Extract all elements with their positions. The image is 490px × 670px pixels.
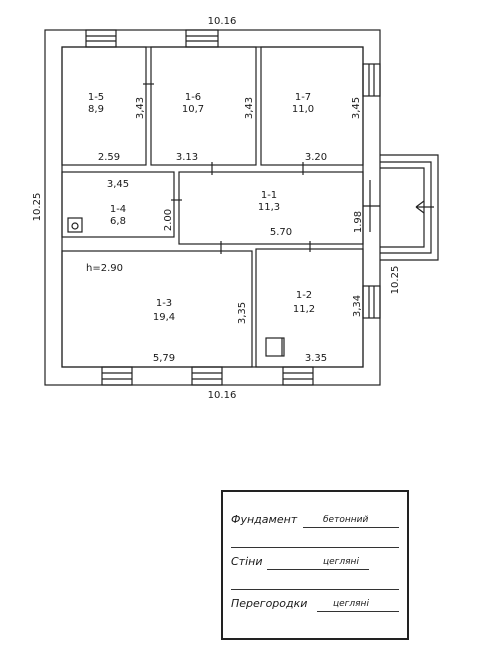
walls-extra-line	[231, 589, 399, 590]
partitions-underline	[317, 611, 399, 612]
materials-legend: Фундамент бетонний Стіни цегляні Перегор…	[221, 490, 409, 640]
stove-1-4	[67, 217, 83, 233]
room-1-7-outline	[260, 46, 364, 166]
room-1-7-id: 1-7	[295, 92, 311, 103]
window-right-1	[362, 63, 381, 97]
room-1-7-area: 11,0	[292, 104, 314, 115]
entrance-arrow-icon	[415, 200, 434, 214]
room-1-3-area: 19,4	[153, 312, 175, 323]
room-1-1-width: 5.70	[270, 227, 292, 238]
walls-row: Стіни цегляні	[231, 552, 399, 570]
room-1-6-width: 3.13	[176, 152, 198, 163]
walls-underline	[267, 569, 369, 570]
room-1-5-outline	[61, 46, 147, 166]
dimension-right: 10.25	[390, 266, 401, 295]
room-1-4-id: 1-4	[110, 204, 126, 215]
room-1-1-depth: 1.98	[353, 211, 364, 233]
room-1-4-area: 6,8	[110, 216, 126, 227]
partitions-row: Перегородки цегляні	[231, 594, 399, 612]
porch-outer	[380, 154, 439, 261]
stove-1-2	[265, 337, 285, 357]
foundation-value: бетонний	[323, 515, 369, 525]
room-1-7-width: 3.20	[305, 152, 327, 163]
walls-label: Стіни	[231, 555, 263, 568]
foundation-label: Фундамент	[231, 513, 298, 526]
room-1-1-area: 11,3	[258, 202, 280, 213]
window-top-2	[185, 29, 219, 48]
foundation-underline	[303, 527, 399, 528]
window-top-1	[85, 29, 117, 48]
room-1-4-depth: 2.00	[163, 209, 174, 231]
room-1-2-id: 1-2	[296, 290, 312, 301]
room-1-3-id: 1-3	[156, 298, 172, 309]
walls-extra-line-row	[231, 572, 399, 590]
partitions-label: Перегородки	[231, 597, 308, 610]
room-1-3-depth: 3,35	[237, 302, 248, 324]
room-1-1-id: 1-1	[261, 190, 277, 201]
room-1-5-id: 1-5	[88, 92, 104, 103]
room-1-2-depth: 3,34	[352, 295, 363, 317]
dimension-top: 10.16	[208, 16, 237, 27]
foundation-extra-line	[231, 547, 399, 548]
room-1-6-id: 1-6	[185, 92, 201, 103]
foundation-row: Фундамент бетонний	[231, 510, 399, 528]
room-1-5-area: 8,9	[88, 104, 104, 115]
ceiling-height-label: h=2.90	[86, 263, 123, 274]
outer-wall-inner-line	[61, 46, 364, 368]
room-1-5-depth: 3,43	[135, 97, 146, 119]
partitions-value: цегляні	[333, 599, 369, 609]
floor-plan: 10.16 10.16 10.25 10.25 1-5 8,9 2.59 3,4…	[32, 16, 439, 401]
room-1-4-outline	[61, 171, 175, 238]
outer-wall-outer-line	[44, 29, 381, 386]
dimension-bottom: 10.16	[208, 390, 237, 401]
door-entrance	[363, 180, 380, 232]
window-bottom-3	[282, 366, 314, 386]
foundation-extra-line-row	[231, 530, 399, 548]
dimension-left: 10.25	[32, 193, 43, 222]
room-1-3-width: 5,79	[153, 353, 175, 364]
room-1-1-outline	[178, 171, 364, 245]
room-1-3-outline	[61, 250, 253, 368]
room-1-5-width: 2.59	[98, 152, 120, 163]
room-1-7-depth: 3,45	[351, 97, 362, 119]
room-1-4-width: 3,45	[107, 179, 129, 190]
room-1-2-width: 3.35	[305, 353, 327, 364]
room-1-6-area: 10,7	[182, 104, 204, 115]
window-bottom-2	[191, 366, 223, 386]
room-1-2-area: 11,2	[293, 304, 315, 315]
window-right-2	[362, 285, 381, 319]
room-1-6-depth: 3,43	[244, 97, 255, 119]
walls-value: цегляні	[323, 557, 359, 567]
window-bottom-1	[101, 366, 133, 386]
